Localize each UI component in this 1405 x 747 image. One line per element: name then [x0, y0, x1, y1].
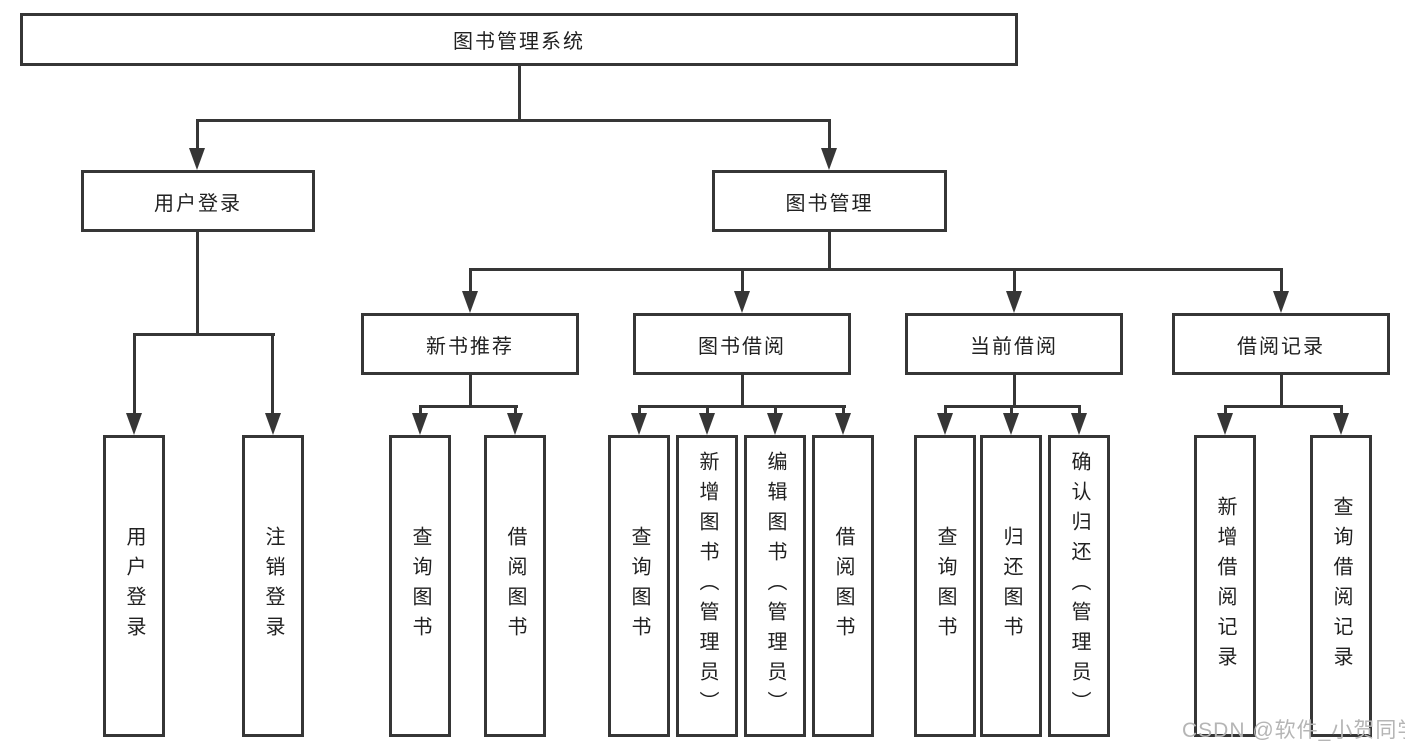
arrowhead	[821, 148, 837, 170]
leaf-query-books-3: 查询图书	[914, 435, 976, 737]
node-current-borrow: 当前借阅	[905, 313, 1123, 375]
connector-drop	[469, 268, 472, 292]
connector-current-borrow-stem	[1013, 375, 1016, 408]
connector-drop	[1280, 268, 1283, 292]
connector-drop	[1010, 405, 1013, 415]
leaf-edit-books-admin: 编辑图书（管理员）	[744, 435, 806, 737]
node-new-book-recommend: 新书推荐	[361, 313, 579, 375]
connector-user-login-bus	[133, 333, 275, 336]
arrowhead	[265, 413, 281, 435]
connector-borrow-records-stem	[1280, 375, 1283, 408]
arrowhead	[734, 291, 750, 313]
connector-drop	[419, 405, 422, 415]
connector-drop	[514, 405, 517, 415]
leaf-confirm-return-admin: 确认归还（管理员）	[1048, 435, 1110, 737]
connector-drop	[774, 405, 777, 415]
arrowhead	[126, 413, 142, 435]
leaf-add-borrow-record: 新增借阅记录	[1194, 435, 1256, 737]
connector-new-book-bus	[419, 405, 518, 408]
leaf-user-login: 用户登录	[103, 435, 165, 737]
connector-book-borrow-stem	[741, 375, 744, 408]
arrowhead	[1003, 413, 1019, 435]
connector-new-book-stem	[469, 375, 472, 408]
leaf-borrow-books-1: 借阅图书	[484, 435, 546, 737]
arrowhead	[835, 413, 851, 435]
arrowhead	[412, 413, 428, 435]
connector-drop	[638, 405, 641, 415]
arrowhead	[1273, 291, 1289, 313]
node-book-management: 图书管理	[712, 170, 947, 232]
arrowhead	[1217, 413, 1233, 435]
connector-drop	[944, 405, 947, 415]
leaf-query-books-1: 查询图书	[389, 435, 451, 737]
node-user-login: 用户登录	[81, 170, 315, 232]
arrowhead	[189, 148, 205, 170]
connector-drop	[741, 268, 744, 292]
connector-book-mgmt-stem	[828, 232, 831, 271]
connector-drop	[196, 119, 199, 150]
node-library-management-system: 图书管理系统	[20, 13, 1018, 66]
connector-borrow-records-bus	[1224, 405, 1343, 408]
arrowhead	[1333, 413, 1349, 435]
leaf-borrow-books-2: 借阅图书	[812, 435, 874, 737]
arrowhead	[507, 413, 523, 435]
connector-drop	[1078, 405, 1081, 415]
leaf-add-books-admin: 新增图书（管理员）	[676, 435, 738, 737]
leaf-query-books-2: 查询图书	[608, 435, 670, 737]
leaf-query-borrow-record: 查询借阅记录	[1310, 435, 1372, 737]
leaf-return-books: 归还图书	[980, 435, 1042, 737]
arrowhead	[1006, 291, 1022, 313]
arrowhead	[462, 291, 478, 313]
csdn-watermark: CSDN @软件_小贺同学	[1182, 719, 1405, 742]
connector-drop	[1340, 405, 1343, 415]
node-borrow-records: 借阅记录	[1172, 313, 1390, 375]
connector-book-mgmt-bus	[469, 268, 1283, 271]
arrowhead	[767, 413, 783, 435]
connector-drop	[1013, 268, 1016, 292]
connector-drop	[706, 405, 709, 415]
arrowhead	[699, 413, 715, 435]
connector-drop	[271, 333, 274, 414]
connector-root-bus	[196, 119, 831, 122]
arrowhead	[631, 413, 647, 435]
connector-book-borrow-bus	[638, 405, 846, 408]
connector-drop	[1224, 405, 1227, 415]
connector-root-stem	[518, 66, 521, 120]
connector-user-login-stem	[196, 232, 199, 336]
leaf-logout-login: 注销登录	[242, 435, 304, 737]
connector-drop	[842, 405, 845, 415]
arrowhead	[1071, 413, 1087, 435]
node-book-borrow: 图书借阅	[633, 313, 851, 375]
connector-drop	[828, 119, 831, 150]
connector-drop	[133, 333, 136, 414]
arrowhead	[937, 413, 953, 435]
